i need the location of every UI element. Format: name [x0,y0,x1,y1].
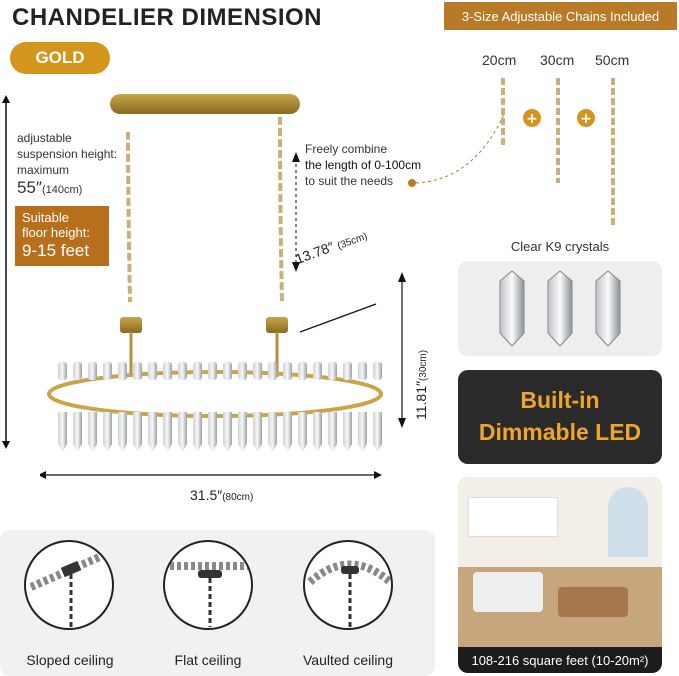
chain-right [278,116,284,303]
crystal [268,412,277,452]
crystal [193,362,202,380]
finish-badge: GOLD [10,42,110,74]
sloped-ceiling-icon [24,540,114,630]
crystals-panel [458,261,662,356]
svg-text:+: + [526,111,538,127]
combine-line: Freely combine [305,142,388,156]
crystal [358,412,367,452]
chain-size-30: 30cm [540,52,575,68]
crystal [223,362,232,380]
room-size-caption: 108-216 square feet (10-20m²) [458,647,662,673]
room-photo: 108-216 square feet (10-20m²) [458,477,662,673]
crystal [163,412,172,452]
crystal [343,412,352,452]
height-cm: (30cm) [418,349,429,382]
crystal [268,362,277,380]
vaulted-ceiling-icon [303,540,393,630]
crystal [148,412,157,452]
connector-dot [408,179,416,187]
crystal [178,362,187,380]
chain-left [126,131,132,303]
crystal [103,362,112,380]
floor-height-label: floor height: [22,225,90,240]
crystal [178,412,187,452]
crystal [283,412,292,452]
crystal [373,362,382,380]
floor-height-label: Suitable [22,210,69,225]
svg-text:+: + [580,111,592,127]
combine-text: Freely combine the length of 0-100cm to … [305,141,421,189]
crystal [298,362,307,380]
crystal [283,362,292,380]
combine-line: to suit the needs [305,174,394,188]
crystals-label: Clear K9 crystals [510,239,610,254]
combine-line: the length of 0-100cm [305,158,422,172]
flat-ceiling-icon [163,540,253,630]
crystal [313,362,322,380]
page-title: CHANDELIER DIMENSION [12,4,323,31]
suspension-line: adjustable [17,131,72,145]
crystal [373,412,382,452]
canopy [110,94,300,114]
crystal [328,362,337,380]
crystal [163,362,172,380]
height-label: 11.81″(30cm) [413,350,429,420]
chain-size-20: 20cm [482,52,517,68]
crystal [118,412,127,452]
crystal [133,362,142,380]
suspension-line: suspension height: [17,147,118,161]
crystal [73,362,82,380]
width-value: 31.5″ [190,487,223,503]
crystal [238,362,247,380]
chains-banner: 3-Size Adjustable Chains Included [444,2,677,30]
crystal [328,412,337,452]
crystal [73,412,82,452]
crystal [208,362,217,380]
width-label: 31.5″(80cm) [190,487,253,503]
crystal-icons [499,270,621,347]
chandelier-illustration [40,94,406,479]
led-line: Built-in [520,387,600,413]
led-line: Dimmable LED [478,419,642,445]
crystal [223,412,232,452]
crystal [313,412,322,452]
crystal [133,412,142,452]
floor-height-box: Suitable floor height: 9-15 feet [15,206,109,266]
chain-samples: + + [501,78,615,228]
suspension-value-cm: (140cm) [41,184,83,196]
crystal [253,362,262,380]
flat-ceiling-label: Flat ceiling [174,652,242,668]
crystal [358,362,367,380]
crystal [148,362,157,380]
led-feature-box: Built-in Dimmable LED [458,370,662,464]
chain-size-50: 50cm [595,52,630,68]
crystal [88,362,97,380]
crystal [193,412,202,452]
crystal [208,412,217,452]
crystal [88,412,97,452]
crystal [298,412,307,452]
sloped-ceiling-label: Sloped ceiling [26,652,114,668]
suspension-value: 55″ [17,178,42,197]
crystal [58,412,67,452]
height-value: 11.81″ [413,381,429,420]
suspension-text: adjustable suspension height: maximum 55… [17,130,117,198]
crystal [58,362,67,380]
floor-height-value: 9-15 feet [22,241,90,260]
crystal [118,362,127,380]
total-height-arrow [2,95,10,449]
crystal [343,362,352,380]
crystal [253,412,262,452]
suspension-line: maximum [17,163,70,177]
crystal [103,412,112,452]
crystal [238,412,247,452]
vaulted-ceiling-label: Vaulted ceiling [302,652,394,668]
width-cm: (80cm) [222,492,254,503]
connector-line [415,113,505,184]
